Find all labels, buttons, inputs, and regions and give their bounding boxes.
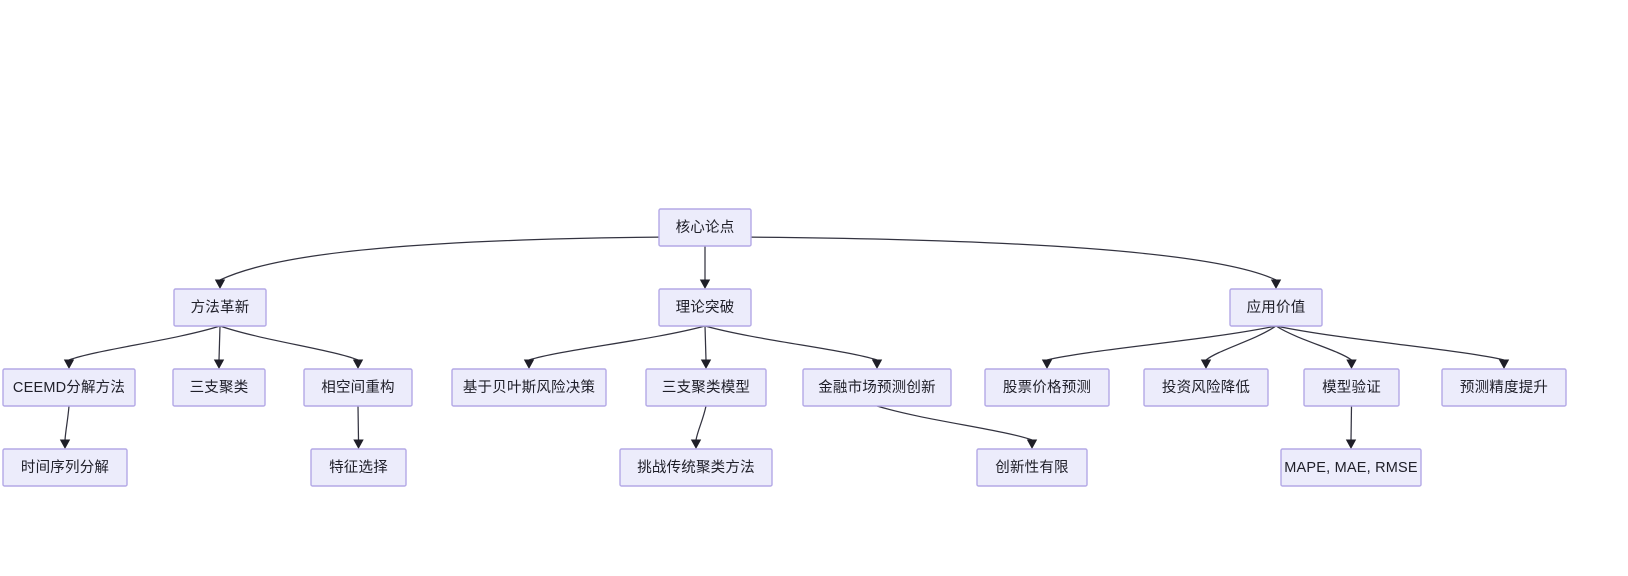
node-t1[interactable]: 基于贝叶斯风险决策 — [451, 368, 607, 407]
arrowhead-branch2-to-t2 — [700, 359, 712, 369]
node-l4[interactable]: 创新性有限 — [976, 448, 1088, 487]
edge-m1-to-l1 — [64, 405, 70, 441]
edge-branch1-to-m2 — [218, 325, 221, 361]
edge-branch3-to-a1 — [1046, 325, 1277, 361]
arrowhead-branch2-to-t3 — [871, 359, 883, 369]
node-box-l1[interactable] — [2, 448, 128, 487]
node-m3[interactable]: 相空间重构 — [303, 368, 413, 407]
node-a1[interactable]: 股票价格预测 — [984, 368, 1110, 407]
node-a4[interactable]: 预测精度提升 — [1441, 368, 1567, 407]
arrowhead-branch1-to-m1 — [63, 359, 75, 369]
node-box-l5[interactable] — [1280, 448, 1422, 487]
node-box-branch1[interactable] — [173, 288, 267, 327]
node-m2[interactable]: 三支聚类 — [172, 368, 266, 407]
arrowhead-m3-to-l2 — [353, 439, 364, 449]
node-box-m3[interactable] — [303, 368, 413, 407]
node-label-l2: 特征选择 — [329, 459, 388, 476]
node-label-t1: 基于贝叶斯风险决策 — [463, 379, 596, 396]
arrowhead-branch3-to-a2 — [1200, 359, 1212, 369]
edge-branch1-to-m3 — [219, 325, 359, 361]
node-label-l1: 时间序列分解 — [21, 459, 109, 476]
node-label-a4: 预测精度提升 — [1460, 379, 1548, 396]
arrowhead-branch1-to-m3 — [352, 359, 364, 369]
node-branch1[interactable]: 方法革新 — [173, 288, 267, 327]
arrowhead-branch3-to-a3 — [1346, 359, 1357, 369]
node-box-t1[interactable] — [451, 368, 607, 407]
arrowhead-a3-to-l5 — [1345, 439, 1357, 449]
edge-a3-to-l5 — [1350, 405, 1353, 441]
node-l2[interactable]: 特征选择 — [310, 448, 407, 487]
node-label-m3: 相空间重构 — [321, 379, 395, 396]
arrowhead-root-to-branch1 — [214, 279, 226, 289]
node-box-l2[interactable] — [310, 448, 407, 487]
node-label-t2: 三支聚类模型 — [662, 379, 750, 396]
edge-branch3-to-a2 — [1205, 325, 1277, 361]
node-label-m1: CEEMD分解方法 — [13, 379, 125, 396]
arrowhead-branch2-to-t1 — [523, 359, 535, 369]
node-label-a3: 模型验证 — [1322, 379, 1381, 396]
node-t2[interactable]: 三支聚类模型 — [645, 368, 767, 407]
node-box-t2[interactable] — [645, 368, 767, 407]
node-a2[interactable]: 投资风险降低 — [1143, 368, 1269, 407]
node-root[interactable]: 核心论点 — [658, 208, 752, 247]
node-box-m2[interactable] — [172, 368, 266, 407]
node-t3[interactable]: 金融市场预测创新 — [802, 368, 952, 407]
arrowhead-branch3-to-a1 — [1041, 359, 1053, 369]
edge-root-to-branch1 — [219, 236, 660, 281]
node-label-root: 核心论点 — [676, 219, 735, 236]
arrowhead-root-to-branch3 — [1270, 279, 1282, 289]
edge-branch2-to-t1 — [528, 325, 706, 361]
node-l1[interactable]: 时间序列分解 — [2, 448, 128, 487]
node-box-branch3[interactable] — [1229, 288, 1323, 327]
node-label-branch2: 理论突破 — [676, 299, 735, 316]
node-label-l4: 创新性有限 — [995, 459, 1069, 476]
arrowhead-t2-to-l3 — [690, 439, 702, 449]
edge-branch3-to-a3 — [1275, 325, 1352, 361]
edge-root-to-branch3 — [750, 236, 1277, 281]
arrowhead-m1-to-l1 — [59, 439, 71, 449]
edge-m3-to-l2 — [357, 405, 360, 441]
edge-branch3-to-a4 — [1275, 325, 1505, 361]
node-box-l3[interactable] — [619, 448, 773, 487]
node-box-t3[interactable] — [802, 368, 952, 407]
node-label-branch3: 应用价值 — [1247, 298, 1306, 316]
node-label-l5: MAPE, MAE, RMSE — [1284, 460, 1418, 476]
node-box-a3[interactable] — [1303, 368, 1400, 407]
node-box-branch2[interactable] — [658, 288, 752, 327]
arrowhead-root-to-branch2 — [699, 279, 711, 289]
node-branch3[interactable]: 应用价值 — [1229, 288, 1323, 327]
arrowhead-t3-to-l4 — [1026, 439, 1038, 449]
node-box-a2[interactable] — [1143, 368, 1269, 407]
edge-branch2-to-t3 — [704, 325, 878, 361]
node-label-l3: 挑战传统聚类方法 — [637, 459, 755, 476]
node-a3[interactable]: 模型验证 — [1303, 368, 1400, 407]
node-label-a2: 投资风险降低 — [1162, 379, 1250, 396]
node-box-l4[interactable] — [976, 448, 1088, 487]
node-label-m2: 三支聚类 — [190, 379, 249, 396]
node-label-t3: 金融市场预测创新 — [818, 379, 936, 396]
node-box-m1[interactable] — [2, 368, 136, 407]
node-label-branch1: 方法革新 — [191, 299, 250, 316]
edge-branch2-to-t2 — [704, 325, 707, 361]
node-branch2[interactable]: 理论突破 — [658, 288, 752, 327]
node-m1[interactable]: CEEMD分解方法 — [2, 368, 136, 407]
edge-t3-to-l4 — [876, 405, 1033, 441]
node-box-a1[interactable] — [984, 368, 1110, 407]
node-l5[interactable]: MAPE, MAE, RMSE — [1280, 448, 1422, 487]
node-box-root[interactable] — [658, 208, 752, 247]
node-box-a4[interactable] — [1441, 368, 1567, 407]
node-l3[interactable]: 挑战传统聚类方法 — [619, 448, 773, 487]
node-label-a1: 股票价格预测 — [1003, 379, 1091, 396]
arrowhead-branch3-to-a4 — [1498, 359, 1510, 369]
arrowhead-branch1-to-m2 — [213, 359, 225, 369]
edge-layer — [59, 236, 1510, 449]
edge-branch1-to-m1 — [68, 325, 221, 361]
edge-t2-to-l3 — [695, 405, 707, 441]
